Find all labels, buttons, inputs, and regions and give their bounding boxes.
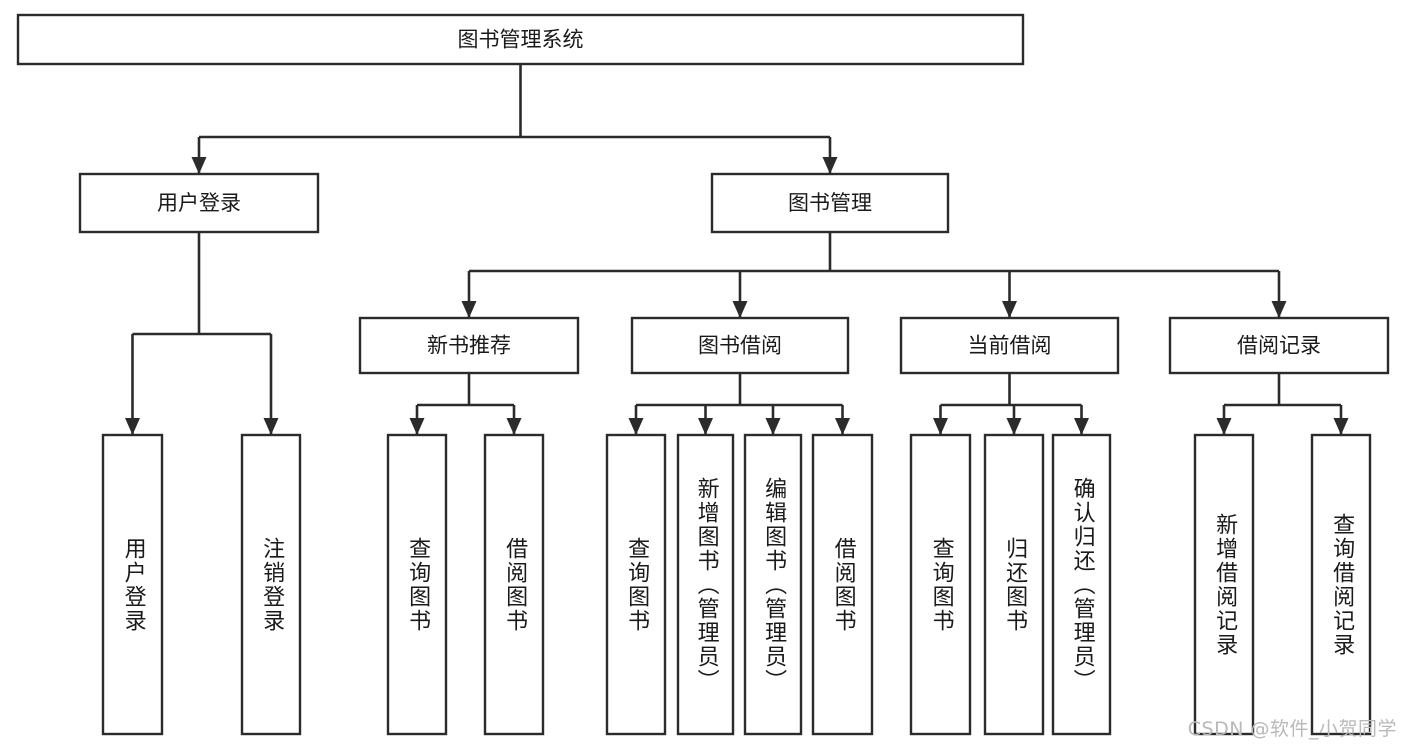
node-box-leaf-query-book-3[interactable] — [909, 433, 972, 736]
node-box-leaf-edit-book[interactable] — [743, 433, 803, 736]
node-label-root: 图书管理系统 — [458, 28, 584, 52]
node-label-current-borrow: 当前借阅 — [968, 334, 1052, 358]
arrow-head — [822, 157, 838, 174]
node-box-leaf-confirm-return[interactable] — [1051, 433, 1112, 736]
node-box-leaf-query-record[interactable] — [1310, 433, 1372, 736]
arrow-head — [1002, 301, 1017, 318]
node-box-leaf-add-book[interactable] — [676, 433, 735, 736]
node-box-book-borrow[interactable] — [630, 316, 850, 375]
arrow-head — [835, 418, 850, 435]
node-box-book-manage[interactable] — [710, 172, 950, 234]
node-box-user-login[interactable] — [78, 172, 320, 234]
node-box-borrow-record[interactable] — [1168, 316, 1390, 375]
arrow-head — [409, 418, 425, 435]
arrow-head — [732, 301, 748, 318]
node-box-leaf-return-book[interactable] — [983, 433, 1045, 736]
node-label-borrow-record: 借阅记录 — [1237, 334, 1321, 358]
node-box-current-borrow[interactable] — [899, 316, 1120, 375]
node-box-layer — [16, 13, 1390, 736]
csdn-watermark: CSDN @软件_小贺同学 — [1187, 718, 1397, 740]
node-box-leaf-query-book-1[interactable] — [386, 433, 448, 736]
node-box-leaf-add-record[interactable] — [1193, 433, 1255, 736]
node-box-leaf-borrow-book-1[interactable] — [483, 433, 545, 736]
arrow-head — [506, 418, 522, 435]
arrow-head — [1271, 301, 1287, 318]
connector-layer — [125, 64, 1349, 435]
node-box-leaf-borrow-book-2[interactable] — [811, 433, 874, 736]
arrow-head — [191, 157, 207, 174]
arrow-head — [263, 418, 279, 435]
node-box-leaf-query-book-2[interactable] — [605, 433, 667, 736]
arrow-head — [628, 418, 644, 435]
arrow-head — [1074, 418, 1089, 435]
node-box-leaf-user-login[interactable] — [101, 433, 164, 736]
arrow-head — [933, 418, 948, 435]
node-box-root[interactable] — [16, 13, 1025, 66]
arrow-head — [461, 301, 477, 318]
arrow-head — [1006, 418, 1022, 435]
arrow-head — [698, 418, 713, 435]
node-box-leaf-logout[interactable] — [240, 433, 302, 736]
node-label-user-login: 用户登录 — [157, 191, 241, 215]
node-label-new-book-recommend: 新书推荐 — [427, 334, 511, 358]
arrow-head — [1333, 418, 1349, 435]
node-label-book-manage: 图书管理 — [788, 191, 872, 215]
node-label-book-borrow: 图书借阅 — [698, 334, 782, 358]
arrow-head — [765, 418, 781, 435]
arrow-head — [125, 418, 140, 435]
arrow-head — [1216, 418, 1232, 435]
node-box-new-book-recommend[interactable] — [358, 316, 580, 375]
